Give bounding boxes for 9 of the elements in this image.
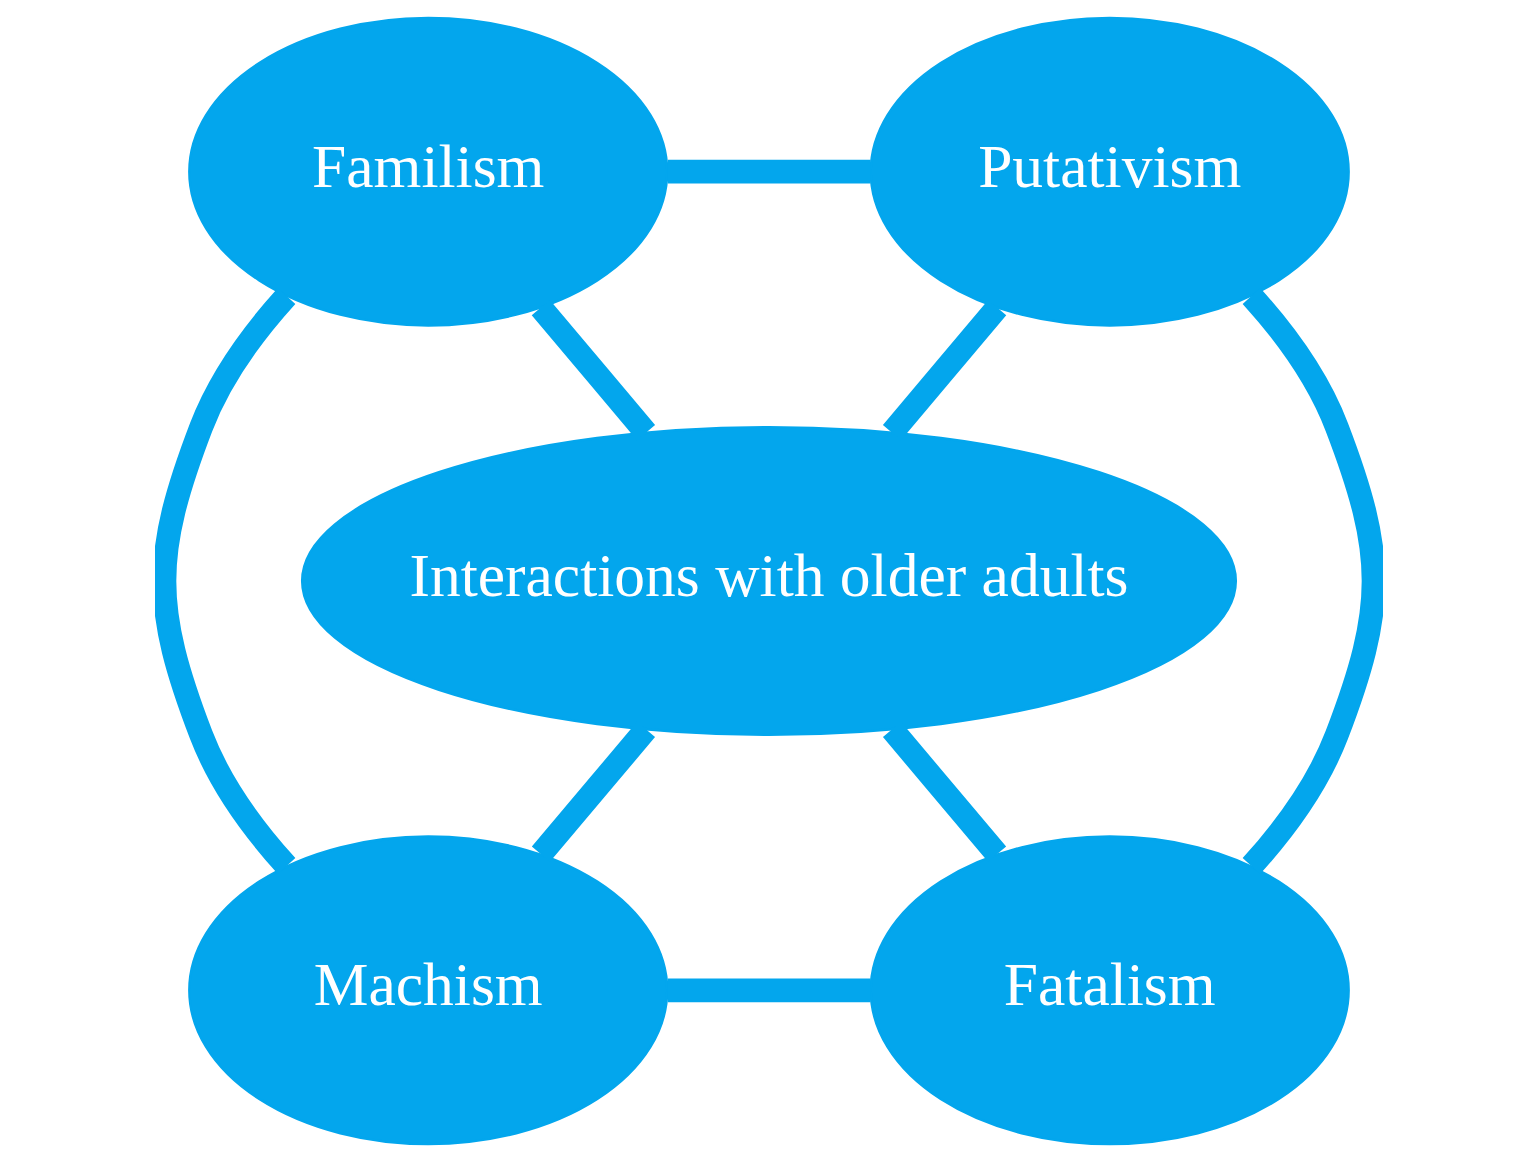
connector [1242,288,1383,874]
connector [154,288,295,874]
node-ellipse: Putativism [869,16,1350,327]
node-ellipse: Fatalism [869,835,1350,1146]
connector [667,978,871,1003]
node-ellipse: Interactions with older adults [300,426,1237,736]
node-ellipse: Machism [187,835,668,1146]
node-ellipse: Familism [187,16,668,327]
connector [667,159,871,184]
